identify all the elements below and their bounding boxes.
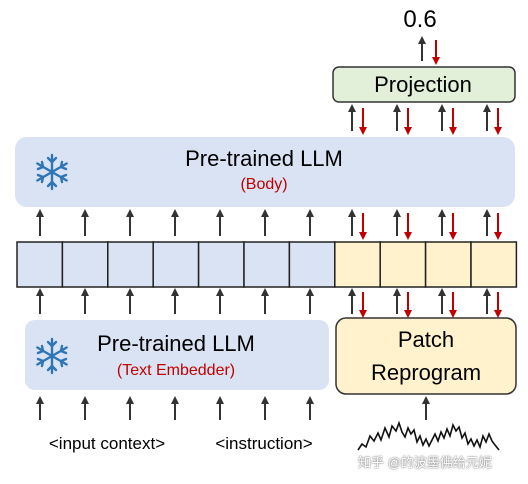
projection-label: Projection: [374, 72, 472, 97]
input-context-label: <input context>: [48, 434, 166, 453]
projection-block: [332, 66, 516, 103]
watermark: 知乎 @的波墨佛给元妮: [358, 455, 492, 470]
llm-body-subtitle: (Body): [240, 176, 288, 193]
text-token-cell: [197, 241, 245, 288]
llm-embedder-block: [25, 320, 329, 390]
patch-token-cell: [470, 241, 518, 288]
patch-token-cell: [424, 241, 472, 288]
llm-body-title: Pre-trained LLM: [185, 146, 343, 171]
text-token-cell: [107, 241, 154, 288]
patch-reprogram-block: [335, 317, 517, 395]
text-token-cell: [288, 241, 336, 288]
llm-body-block: [15, 137, 515, 207]
patch-token-cell: [379, 241, 427, 288]
text-token-cell: [152, 241, 200, 288]
patch-token-cell: [334, 241, 381, 288]
text-token-cell: [16, 241, 64, 288]
llm-embedder-title: Pre-trained LLM: [97, 331, 255, 356]
arrow-layer: [36, 36, 502, 420]
patch-reprogram-line1: Patch: [397, 327, 455, 352]
output-value: 0.6: [403, 6, 437, 33]
llm-embedder-subtitle: (Text Embedder): [116, 362, 236, 379]
token-row: [16, 241, 518, 288]
patch-reprogram-line2: Reprogram: [370, 360, 482, 385]
time-series-signal: [357, 420, 500, 451]
text-token-cell: [243, 241, 291, 288]
text-token-cell: [61, 241, 109, 288]
instruction-label: <instruction>: [215, 434, 313, 453]
